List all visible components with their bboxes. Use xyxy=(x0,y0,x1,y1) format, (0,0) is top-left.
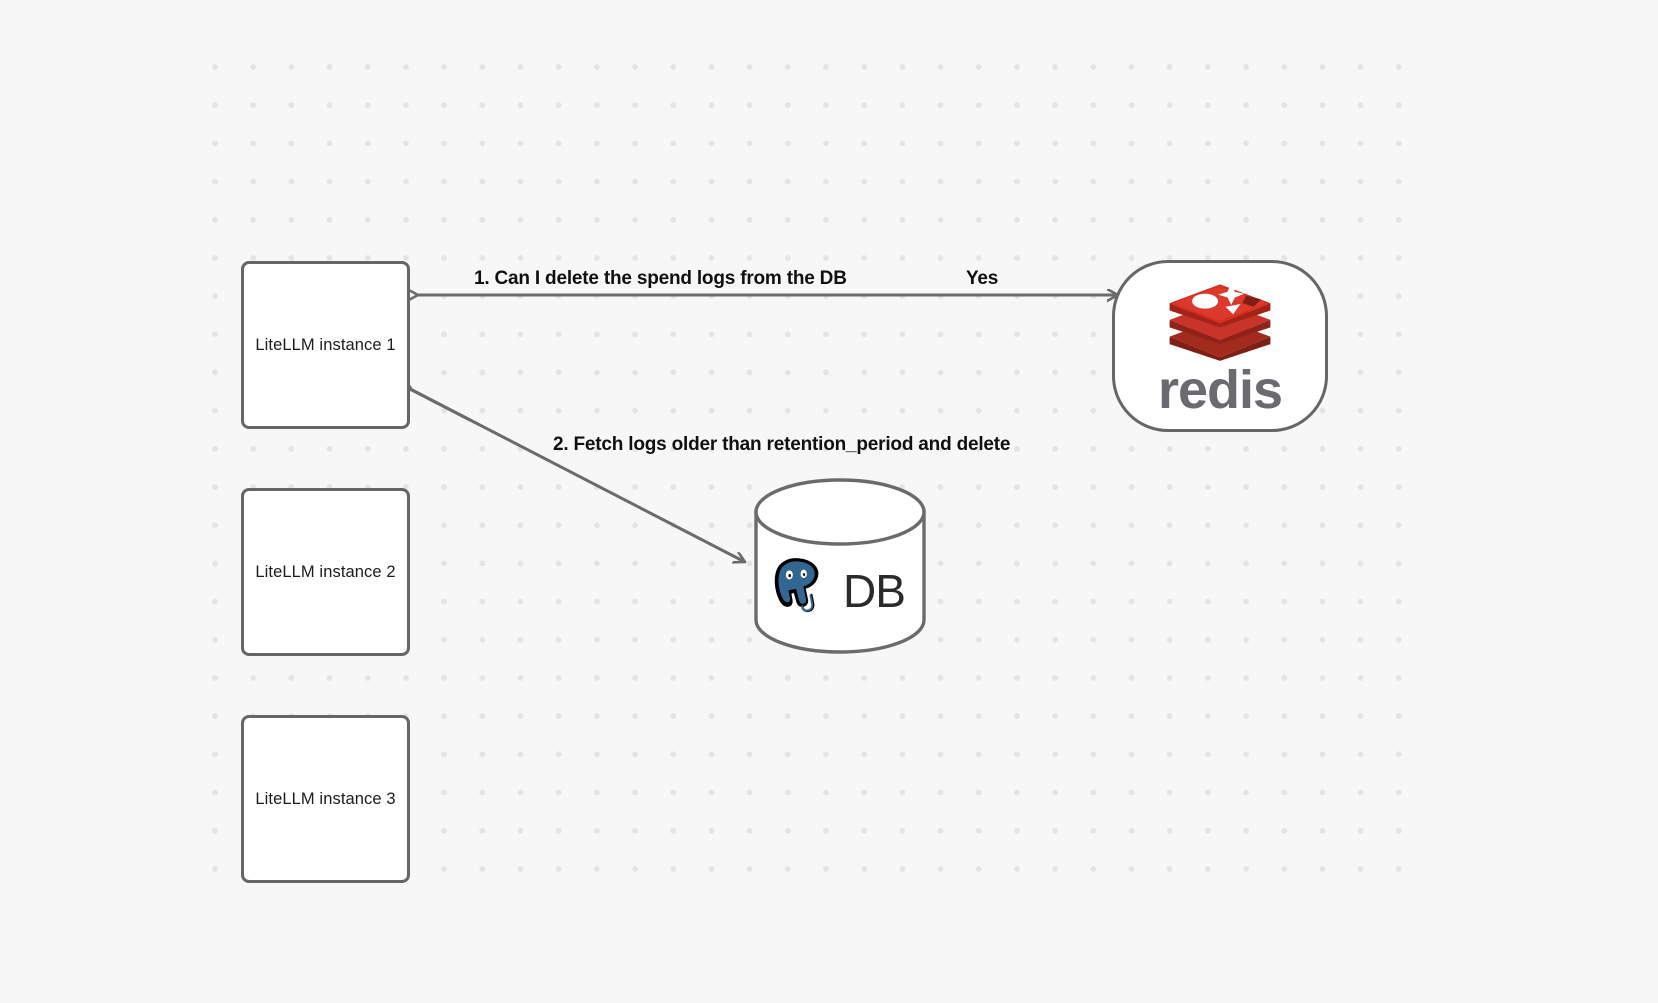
db-label: DB xyxy=(843,565,906,617)
edge-1-label: 1. Can I delete the spend logs from the … xyxy=(474,268,847,289)
redis-logo-icon xyxy=(1169,282,1271,361)
node-litellm-instance-3[interactable]: LiteLLM instance 3 xyxy=(241,715,410,883)
edge-2-label: 2. Fetch logs older than retention_perio… xyxy=(553,434,1011,455)
node-litellm-instance-1-label: LiteLLM instance 1 xyxy=(255,335,396,354)
edge-1-secondary-label: Yes xyxy=(966,268,999,289)
node-litellm-instance-2-label: LiteLLM instance 2 xyxy=(255,562,396,581)
node-litellm-instance-2[interactable]: LiteLLM instance 2 xyxy=(241,488,410,656)
node-redis[interactable]: redis xyxy=(1112,260,1328,432)
node-litellm-instance-3-label: LiteLLM instance 3 xyxy=(255,789,396,808)
node-litellm-instance-1[interactable]: LiteLLM instance 1 xyxy=(241,261,410,429)
redis-wordmark: redis xyxy=(1157,360,1283,420)
